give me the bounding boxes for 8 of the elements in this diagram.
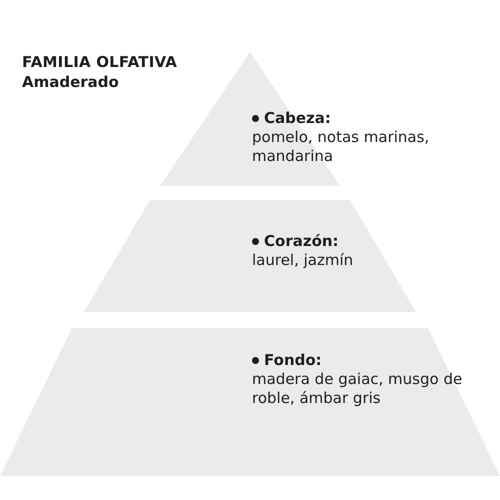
tier-notes: laurel, jazmín (252, 251, 354, 270)
subtitle: Amaderado (22, 73, 119, 91)
tier-heading: Cabeza: (264, 109, 331, 128)
tier-heading: Fondo: (264, 351, 322, 370)
title: FAMILIA OLFATIVA (22, 53, 178, 71)
tier-notes: pomelo, notas marinas, mandarina (252, 128, 430, 166)
tier-heading: Corazón: (264, 232, 339, 251)
tier-notes: madera de gaiac, musgo de roble, ámbar gris (252, 370, 464, 408)
